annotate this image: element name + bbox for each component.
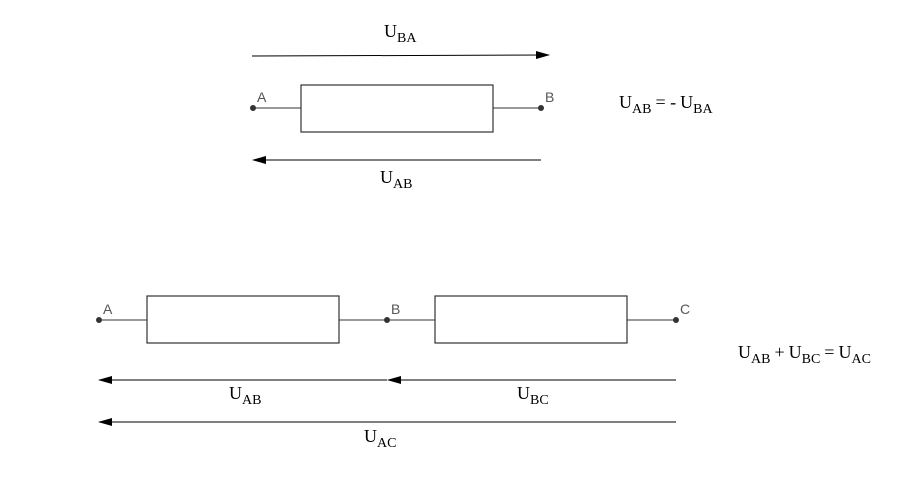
- subscript: AB: [242, 393, 262, 408]
- subscript: BC: [801, 352, 821, 367]
- equation-bottom: UAB+UBC=UAC: [738, 343, 871, 367]
- label-u-ba: UBA: [384, 22, 416, 46]
- subscript: AC: [851, 352, 871, 367]
- symbol: U: [788, 342, 802, 362]
- label-u-ab: UAB: [380, 168, 412, 192]
- node-label-b: B: [545, 89, 555, 105]
- symbol: U: [384, 21, 397, 41]
- node-b-dot: [538, 105, 544, 111]
- equation-top: UAB= -UBA: [619, 93, 713, 117]
- symbol: U: [229, 383, 242, 403]
- node-b-dot: [384, 317, 390, 323]
- symbol: U: [364, 426, 377, 446]
- subscript: AC: [377, 436, 397, 451]
- subscript: AB: [632, 102, 652, 117]
- node-label-c: C: [680, 301, 691, 317]
- node-c-dot: [673, 317, 679, 323]
- subscript: BA: [693, 102, 713, 117]
- node-label-b: B: [391, 301, 401, 317]
- node-a-dot: [250, 105, 256, 111]
- symbol: U: [738, 342, 751, 362]
- label-u-bc: UBC: [517, 384, 549, 408]
- node-label-a: A: [257, 89, 267, 105]
- resistor-2: [434, 295, 628, 344]
- subscript: BA: [397, 31, 417, 46]
- label-u-ab: UAB: [229, 384, 261, 408]
- symbol: U: [517, 383, 530, 403]
- node-a-dot: [96, 317, 102, 323]
- arrow-u-ba: [251, 51, 550, 60]
- symbol: U: [380, 167, 393, 187]
- subscript: BC: [530, 393, 549, 408]
- operator: = -: [655, 92, 677, 112]
- symbol: U: [619, 92, 632, 112]
- subscript: AB: [393, 177, 413, 192]
- subscript: AB: [751, 352, 771, 367]
- symbol: U: [680, 92, 694, 112]
- node-label-a: A: [103, 301, 113, 317]
- operator: +: [774, 342, 785, 362]
- operator: =: [824, 342, 835, 362]
- resistor-1: [146, 295, 340, 344]
- symbol: U: [838, 342, 852, 362]
- resistor: [300, 84, 494, 133]
- label-u-ac: UAC: [364, 427, 396, 451]
